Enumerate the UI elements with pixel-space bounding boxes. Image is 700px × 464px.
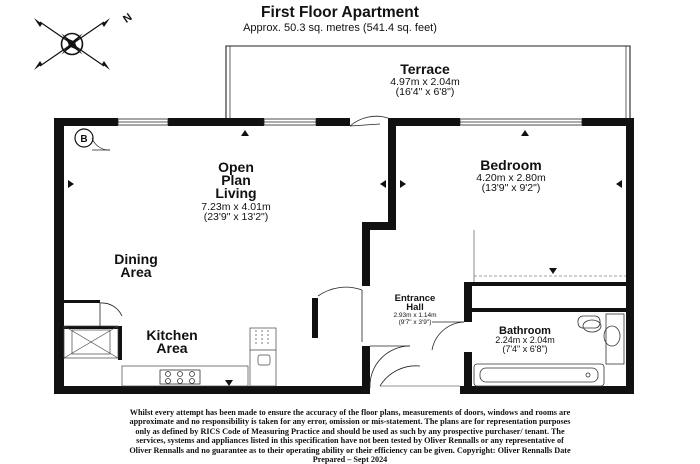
- open-plan-dim-imperial: (23'9" x 13'2"): [204, 211, 269, 223]
- bedroom-dim-metric: 4.20m x 2.80m: [476, 172, 546, 184]
- plan-area: Approx. 50.3 sq. metres (541.4 sq. feet): [243, 22, 437, 34]
- bedroom-name: Bedroom: [480, 157, 541, 173]
- dining-name-line-1: Dining: [114, 251, 158, 267]
- bedroom-dim-imperial: (13'9" x 9'2"): [482, 182, 541, 194]
- disclaimer-line-2: approximate and no responsibility is tak…: [129, 417, 571, 427]
- terrace-dim-metric: 4.97m x 2.04m: [390, 76, 460, 88]
- bathroom-dim-imperial: (7'4" x 6'8"): [502, 344, 547, 354]
- terrace-name: Terrace: [400, 61, 450, 77]
- boiler-label: B: [80, 134, 87, 145]
- disclaimer-line-5: Oliver Rennalls and no guarantee as to t…: [129, 445, 571, 455]
- compass-north-label: N: [121, 11, 134, 25]
- bathroom-dim-metric: 2.24m x 2.04m: [495, 335, 555, 345]
- bathroom-fixtures: [473, 313, 625, 387]
- terrace-outline: [225, 45, 631, 118]
- hall-name-line-1: Entrance: [395, 293, 436, 304]
- plan-title: First Floor Apartment: [261, 4, 419, 21]
- disclaimer-line-4: services, systems and appliances listed …: [136, 436, 564, 446]
- compass-icon: N: [34, 11, 135, 70]
- kitchen-name-line-1: Kitchen: [146, 327, 197, 343]
- outer-walls: [54, 118, 634, 394]
- hall-doors: [99, 286, 465, 389]
- interior-walls: [64, 118, 634, 394]
- boiler-icon: B: [74, 128, 111, 151]
- open-plan-name-line-3: Living: [215, 185, 256, 201]
- hall-dim-imperial: (9'7" x 3'9"): [399, 319, 432, 326]
- kitchen-units: [63, 325, 277, 387]
- dining-name-line-2: Area: [120, 264, 151, 280]
- open-plan-name-line-1: Open: [218, 159, 254, 175]
- terrace-dim-imperial: (16'4" x 6'8"): [396, 86, 455, 98]
- windows: [117, 118, 583, 126]
- hall-dim-metric: 2.93m x 1.14m: [394, 312, 437, 319]
- disclaimer-line-1: Whilst every attempt has been made to en…: [129, 408, 571, 417]
- open-plan-name-line-2: Plan: [221, 172, 251, 188]
- bedroom-wardrobe: [473, 230, 626, 282]
- dimension-arrows: [68, 130, 622, 386]
- hob-icon: [159, 369, 201, 385]
- disclaimer: Whilst every attempt has been made to en…: [8, 408, 692, 464]
- kitchen-name-line-2: Area: [156, 340, 187, 356]
- disclaimer-line-3: only as defined by RICS Code of Measurin…: [135, 426, 565, 436]
- open-plan-dim-metric: 7.23m x 4.01m: [201, 201, 271, 213]
- terrace-door: [349, 115, 389, 127]
- bathroom-name: Bathroom: [499, 325, 551, 337]
- hall-name-line-2: Hall: [406, 302, 423, 313]
